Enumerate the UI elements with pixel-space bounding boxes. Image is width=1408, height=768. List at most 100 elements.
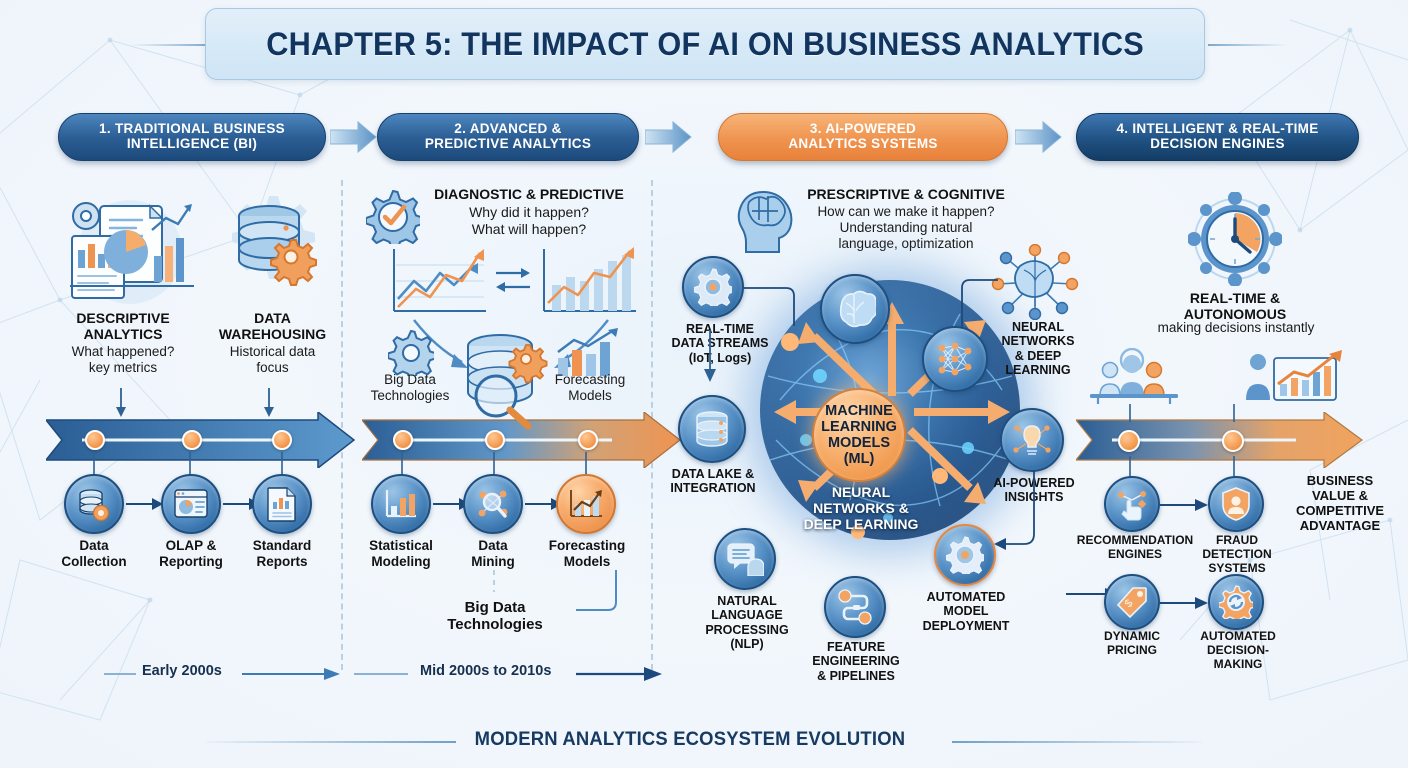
ml-core-l1: MACHINE bbox=[825, 402, 893, 419]
node-data-collection[interactable] bbox=[64, 474, 124, 534]
adm-l1: AUTOMATED bbox=[1200, 629, 1276, 643]
stage-2-line1: 2. ADVANCED & bbox=[454, 121, 562, 137]
report-chart-icon bbox=[70, 200, 194, 304]
core-caption-l3: DEEP LEARNING bbox=[803, 516, 919, 533]
big-data-technologies-note: Big Data Technologies bbox=[420, 599, 570, 634]
stage-arrow-3-4 bbox=[1015, 120, 1062, 154]
shield-user-icon bbox=[1222, 487, 1250, 521]
data-mining-icon bbox=[478, 490, 508, 518]
prescriptive-sub-l2: Understanding natural bbox=[839, 220, 973, 236]
node-forecasting-models[interactable] bbox=[556, 474, 616, 534]
label-forecasting-models: Forecasting Models bbox=[536, 538, 638, 569]
node-fraud-detection-systems[interactable] bbox=[1208, 476, 1264, 532]
timeline-arrow-segment-3 bbox=[1076, 412, 1364, 468]
label-data-mining-l2: Mining bbox=[471, 553, 515, 569]
label-real-time-data-streams: REAL-TIME DATA STREAMS (IoT, Logs) bbox=[664, 322, 776, 365]
nlp-l4: (NLP) bbox=[730, 637, 764, 652]
rtds-l2: DATA STREAMS bbox=[671, 336, 769, 351]
stage-header-3[interactable]: 3. AI-POWERED ANALYTICS SYSTEMS bbox=[718, 113, 1008, 161]
brain-head-icon bbox=[737, 190, 793, 253]
stage-arrow-2-3 bbox=[645, 120, 692, 154]
node-automated-model-deployment[interactable] bbox=[934, 524, 996, 586]
column2-node-stems bbox=[401, 452, 587, 476]
label-natural-language-processing: NATURAL LANGUAGE PROCESSING (NLP) bbox=[692, 594, 802, 652]
big-data-note-l2: Technologies bbox=[447, 616, 543, 634]
node-olap-reporting[interactable] bbox=[161, 474, 221, 534]
node-data-lake-integration[interactable] bbox=[678, 395, 746, 463]
descriptive-analytics-desc-l2: key metrics bbox=[88, 360, 158, 376]
column1-down-connectors bbox=[116, 388, 274, 417]
label-automated-decision-making: AUTOMATED DECISION- MAKING bbox=[1186, 629, 1290, 671]
forecasting-upper-l2: Models bbox=[568, 388, 612, 404]
node-real-time-data-streams[interactable] bbox=[682, 256, 744, 318]
title-rule-right bbox=[1208, 44, 1288, 46]
label-data-lake-integration: DATA LAKE & INTEGRATION bbox=[652, 467, 774, 496]
fraud-l3: SYSTEMS bbox=[1208, 560, 1266, 575]
gear-check-icon bbox=[366, 190, 420, 244]
connector-streams-to-lake bbox=[744, 287, 795, 326]
label-statistical-l2: Modeling bbox=[371, 553, 431, 569]
ml-core-l4: (ML) bbox=[843, 451, 875, 468]
team-meeting-icon bbox=[1090, 348, 1178, 404]
footer-rule-right bbox=[952, 741, 1202, 743]
recommendation-icon bbox=[1118, 491, 1147, 521]
node-natural-language-processing[interactable] bbox=[714, 528, 776, 590]
label-olap-reporting-l1: OLAP & bbox=[165, 538, 217, 553]
stage-1-line2: INTELLIGENCE (BI) bbox=[126, 136, 258, 151]
era-2-line-left bbox=[354, 673, 408, 675]
label-statistical-l1: Statistical bbox=[369, 538, 433, 553]
fraud-l1: FRAUD bbox=[1216, 533, 1258, 547]
stage-arrow-1-2 bbox=[330, 120, 377, 154]
node-automated-decision-making[interactable] bbox=[1208, 574, 1264, 630]
data-warehousing-title-l1: DATA bbox=[254, 310, 291, 326]
diagnostic-sub-l1: Why did it happen? bbox=[469, 204, 589, 220]
node-recommendation-engines[interactable] bbox=[1104, 476, 1160, 532]
fe-l3: & PIPELINES bbox=[817, 668, 895, 683]
label-standard-reports: Standard Reports bbox=[232, 538, 332, 569]
database-gear-icon bbox=[232, 196, 317, 286]
rec-l2: ENGINES bbox=[1107, 546, 1162, 561]
label-automated-model-deployment: AUTOMATED MODEL DEPLOYMENT bbox=[910, 590, 1022, 633]
person-growth-chart-icon bbox=[1246, 350, 1342, 401]
node-data-mining[interactable] bbox=[463, 474, 523, 534]
node-neural-network-inner[interactable] bbox=[922, 326, 988, 392]
label-neural-networks-deep-learning: NEURAL NETWORKS & DEEP LEARNING bbox=[990, 320, 1086, 378]
machine-learning-core[interactable]: MACHINE LEARNING MODELS (ML) bbox=[812, 388, 906, 482]
stage-3-line2: ANALYTICS SYSTEMS bbox=[788, 136, 938, 151]
rta-title-l2: AUTONOMOUS bbox=[1183, 306, 1287, 323]
column-separator-1 bbox=[341, 180, 343, 670]
data-warehousing-desc-l2: focus bbox=[256, 360, 289, 376]
outcome-l4: ADVANTAGE bbox=[1299, 517, 1381, 533]
trend-charts-pair bbox=[393, 247, 636, 312]
diagnostic-sub-l2: What will happen? bbox=[471, 220, 587, 237]
core-caption-l1: NEURAL bbox=[831, 484, 891, 500]
era-label-mid-2000s-2010s: Mid 2000s to 2010s bbox=[420, 663, 552, 679]
stage-header-1[interactable]: 1. TRADITIONAL BUSINESS INTELLIGENCE (BI… bbox=[58, 113, 326, 161]
nndl-l3: & DEEP bbox=[1014, 348, 1062, 363]
big-data-tech-upper-l2: Technologies bbox=[370, 388, 450, 404]
node-standard-reports[interactable] bbox=[252, 474, 312, 534]
outcome-l3: COMPETITIVE bbox=[1295, 502, 1385, 518]
outcome-l2: VALUE & bbox=[1311, 487, 1369, 503]
stage-header-4[interactable]: 4. INTELLIGENT & REAL-TIME DECISION ENGI… bbox=[1076, 113, 1359, 161]
node-ai-powered-insights[interactable] bbox=[1000, 408, 1064, 472]
timeline-dot-8 bbox=[1222, 430, 1244, 452]
fraud-l2: DETECTION bbox=[1202, 546, 1272, 561]
node-statistical-modeling[interactable] bbox=[371, 474, 431, 534]
descriptive-analytics-title: DESCRIPTIVE ANALYTICS bbox=[48, 310, 198, 342]
data-warehousing-title: DATA WAREHOUSING bbox=[200, 310, 345, 342]
big-data-note-l1: Big Data bbox=[464, 599, 526, 616]
timeline-arrow-segment-2 bbox=[362, 412, 681, 468]
node-feature-engineering[interactable] bbox=[824, 576, 886, 638]
timeline-dot-1 bbox=[85, 430, 105, 450]
dyn-l2: PRICING bbox=[1106, 642, 1157, 657]
label-recommendation-engines: RECOMMENDATION ENGINES bbox=[1072, 533, 1198, 562]
connector-molecule-to-nn bbox=[961, 279, 998, 328]
forecasting-models-label-upper: Forecasting Models bbox=[540, 372, 640, 404]
dlake-l2: INTEGRATION bbox=[670, 481, 756, 496]
node-brain[interactable] bbox=[820, 274, 890, 344]
gear-icon bbox=[388, 330, 434, 376]
node-dynamic-pricing[interactable]: $ bbox=[1104, 574, 1160, 630]
stage-header-2[interactable]: 2. ADVANCED & PREDICTIVE ANALYTICS bbox=[377, 113, 639, 161]
prescriptive-sub-l3: language, optimization bbox=[838, 236, 974, 252]
